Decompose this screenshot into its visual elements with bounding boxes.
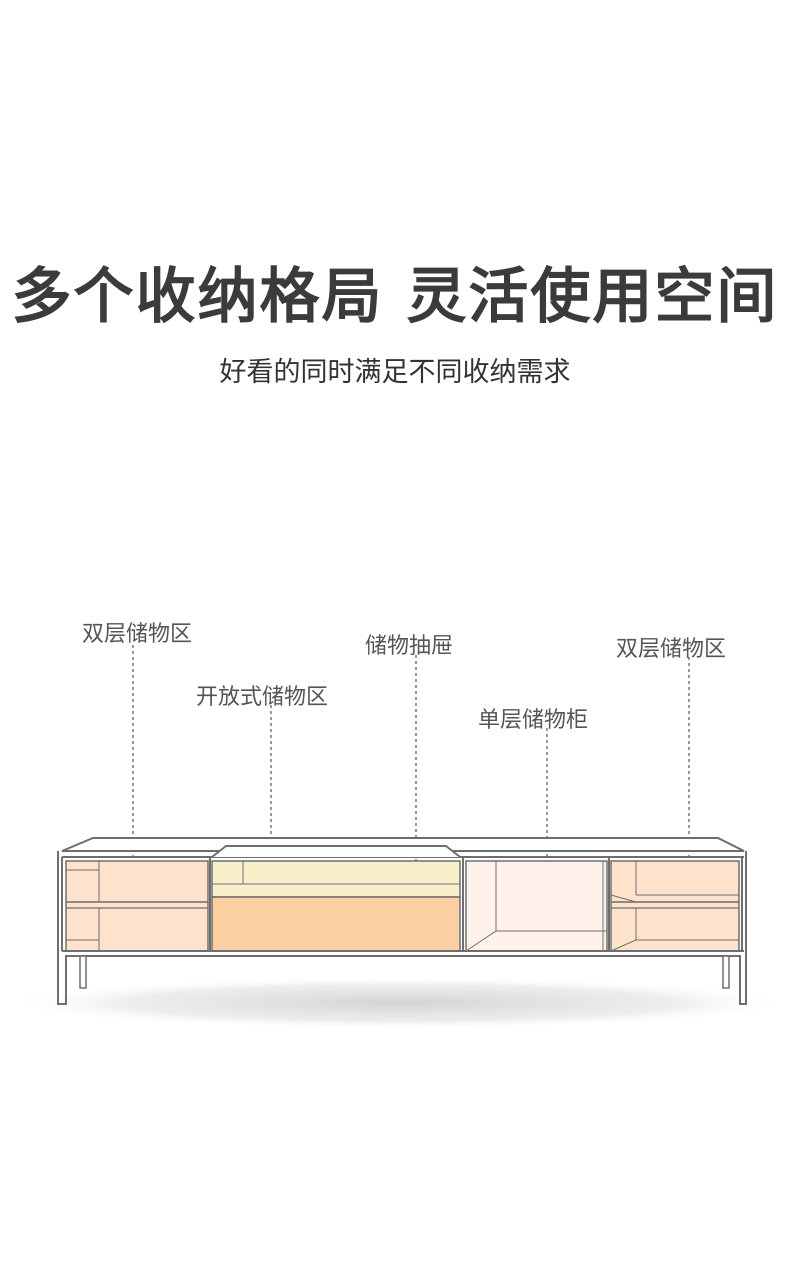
callout-double-storage-right: 双层储物区 (616, 637, 727, 662)
page-subtitle: 好看的同时满足不同收纳需求 (219, 357, 571, 388)
compartment-double-right (610, 860, 740, 952)
page-title: 多个收纳格局 灵活使用空间 (11, 262, 779, 332)
leg-right-inner (722, 955, 730, 989)
cabinet-frame (57, 851, 747, 1005)
compartment-double-left (65, 860, 209, 952)
callout-storage-drawer: 储物抽屉 (365, 634, 454, 659)
callout-double-storage-left: 双层储物区 (82, 622, 193, 647)
compartment-open (211, 860, 461, 898)
top-tray (211, 845, 461, 858)
callout-open-storage: 开放式储物区 (196, 685, 329, 710)
callout-single-cabinet: 单层储物柜 (478, 708, 589, 733)
compartment-drawer (211, 896, 461, 952)
leg-left-inner (79, 955, 87, 989)
cabinet (57, 837, 747, 1005)
floor-shadow (5, 977, 790, 1029)
compartment-single (465, 860, 608, 952)
